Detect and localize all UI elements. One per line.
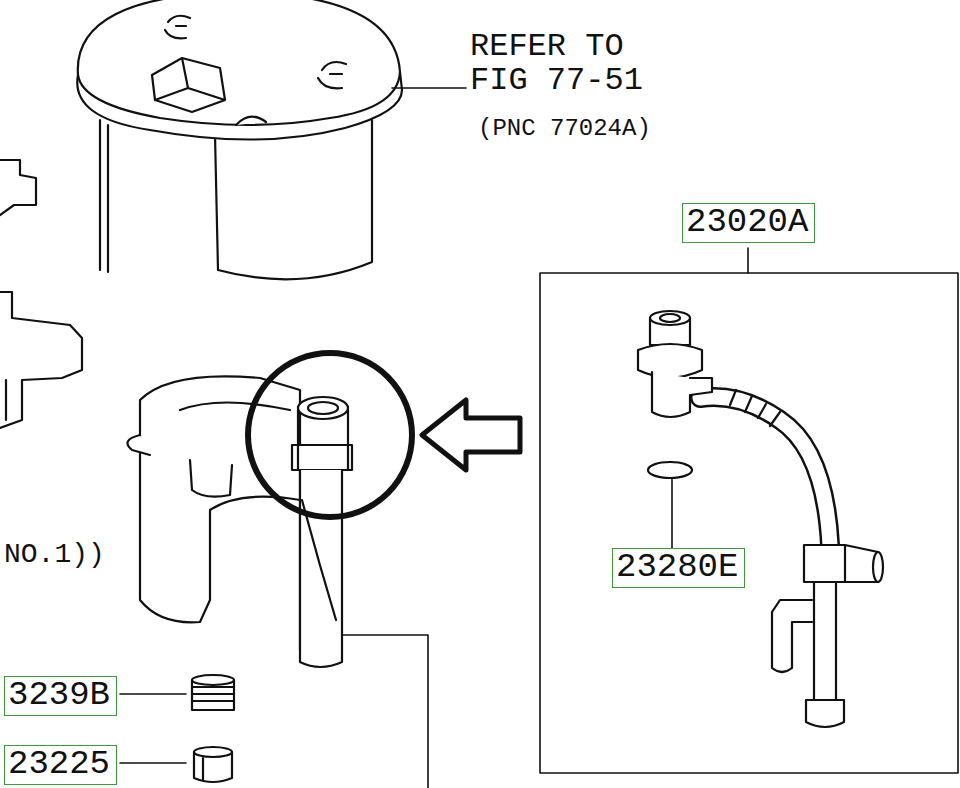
pointer-arrow bbox=[422, 400, 520, 470]
lid-top bbox=[78, 0, 400, 125]
part-number-box: 23280E bbox=[612, 548, 745, 588]
lid-hole bbox=[236, 117, 266, 125]
pipe-joint bbox=[804, 545, 878, 582]
outlet-pipe-top bbox=[298, 397, 348, 419]
cap-top bbox=[194, 747, 232, 757]
assembly-frame bbox=[540, 273, 958, 773]
lid-clip bbox=[318, 62, 346, 88]
pipe-end bbox=[806, 700, 844, 727]
regulator-flange bbox=[638, 344, 702, 378]
callout-circle bbox=[248, 353, 412, 517]
note-text: REFER TO FIG 77-51 bbox=[470, 30, 670, 97]
note-text: (PNC 77024A) bbox=[478, 116, 651, 141]
fuel-pipe-fill bbox=[700, 397, 830, 545]
part-number-box: 23225 bbox=[4, 745, 117, 785]
pipe-ribs bbox=[730, 390, 780, 426]
lid-skirt bbox=[215, 120, 372, 279]
branch-elbow bbox=[772, 600, 812, 672]
partial-bracket-edge bbox=[5, 380, 7, 420]
partial-bracket bbox=[0, 292, 82, 428]
filter-body bbox=[140, 376, 300, 650]
partial-clip bbox=[0, 160, 36, 215]
note-text: NO.1)) bbox=[4, 540, 105, 569]
part-number-box: 3239B bbox=[4, 676, 117, 716]
fuel-pipe bbox=[700, 397, 830, 545]
regulator-body bbox=[652, 372, 712, 417]
plug-thread bbox=[192, 687, 234, 701]
cap-slot bbox=[202, 758, 204, 780]
part-number: 23020A bbox=[686, 205, 811, 241]
outlet-pipe-lower bbox=[300, 470, 342, 667]
lid-clip bbox=[165, 16, 190, 39]
lower-pipe bbox=[814, 582, 836, 700]
o-ring bbox=[648, 462, 692, 478]
leader-line bbox=[342, 635, 428, 788]
plug-top bbox=[192, 675, 234, 685]
regulator-cap-bore bbox=[660, 314, 680, 322]
outlet-pipe-bore bbox=[308, 402, 338, 414]
leader-line bbox=[120, 694, 186, 763]
filter-body-pocket bbox=[190, 460, 232, 497]
filter-body-edge bbox=[128, 403, 291, 456]
leader-line bbox=[747, 248, 749, 273]
leader-line bbox=[392, 87, 466, 89]
part-number: 23225 bbox=[8, 747, 113, 783]
part-number: 23280E bbox=[616, 550, 741, 586]
lid-connector bbox=[152, 58, 225, 112]
part-number-box: 23020A bbox=[682, 203, 815, 243]
regulator-cap-top bbox=[650, 311, 690, 325]
lid-leg bbox=[100, 120, 108, 272]
part-number: 3239B bbox=[8, 678, 113, 714]
pipe-joint-end bbox=[873, 552, 883, 582]
